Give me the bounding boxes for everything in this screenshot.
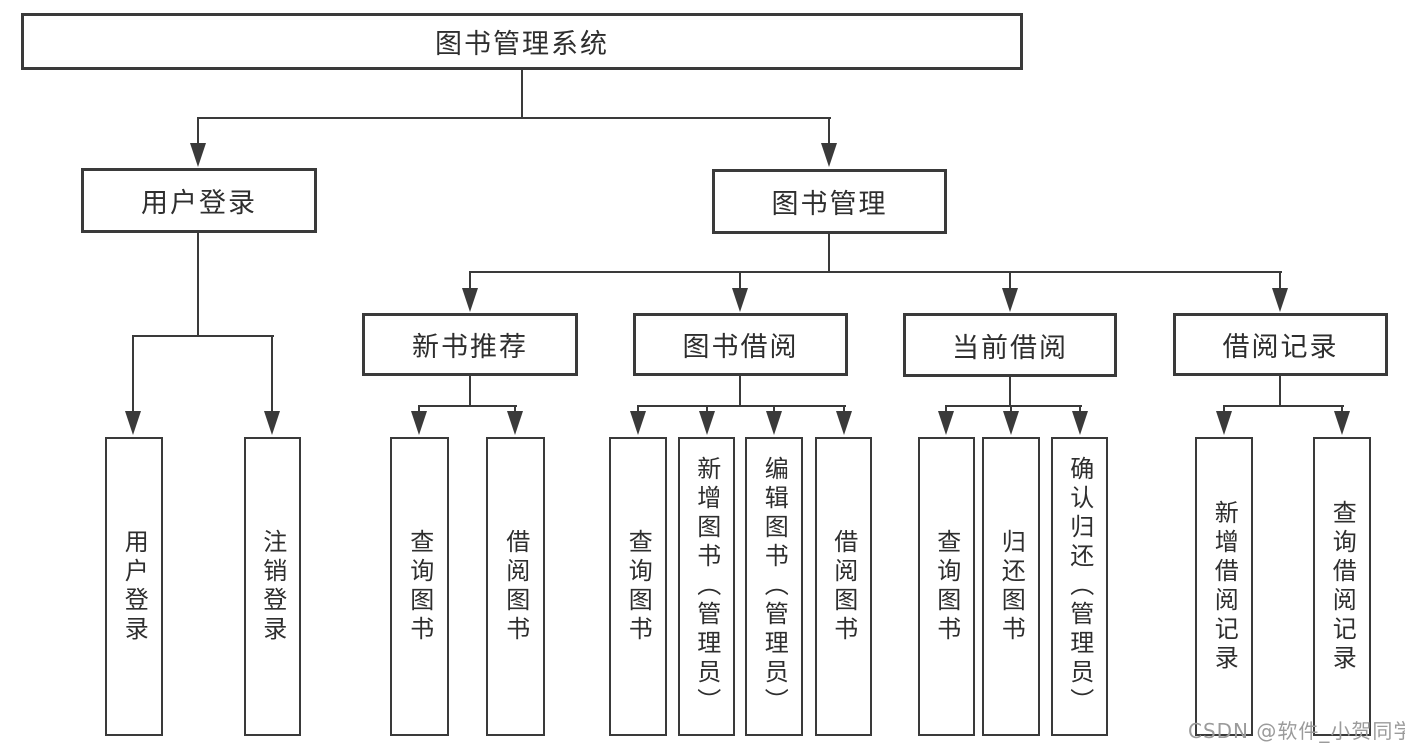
leaf-label: 查询借阅记录 <box>1328 499 1357 674</box>
arrow-down-icon <box>1003 411 1019 435</box>
connector-line <box>418 405 517 407</box>
connector-line <box>1079 405 1081 413</box>
leaf-borrow-books-1: 借阅图书 <box>486 437 545 736</box>
connector-line <box>739 271 741 291</box>
connector-line <box>521 70 523 118</box>
connector-line <box>197 117 199 145</box>
leaf-add-book-admin: 新增图书（管理员） <box>678 437 735 736</box>
connector-line <box>843 405 845 413</box>
arrow-down-icon <box>766 411 782 435</box>
connector-line <box>828 117 830 145</box>
connector-line <box>1279 271 1281 291</box>
connector-line <box>739 376 741 407</box>
connector-line <box>1009 376 1011 407</box>
arrow-down-icon <box>699 411 715 435</box>
connector-line <box>418 405 420 413</box>
leaf-label: 新增图书（管理员） <box>692 456 721 717</box>
connector-line <box>706 405 708 413</box>
connector-line <box>1341 405 1343 413</box>
node-library-system: 图书管理系统 <box>21 13 1023 70</box>
arrow-down-icon <box>1216 411 1232 435</box>
arrow-down-icon <box>1272 288 1288 312</box>
leaf-query-books-3: 查询图书 <box>918 437 975 736</box>
leaf-logout: 注销登录 <box>244 437 301 736</box>
leaf-label: 确认归还（管理员） <box>1065 456 1094 717</box>
arrow-down-icon <box>1334 411 1350 435</box>
connector-line <box>1010 405 1012 413</box>
node-user-login: 用户登录 <box>81 168 317 233</box>
connector-line <box>1279 376 1281 407</box>
csdn-watermark: CSDN @软件_小贺同学 <box>1188 719 1405 743</box>
leaf-label: 归还图书 <box>997 528 1026 645</box>
node-borrow-records: 借阅记录 <box>1173 313 1388 376</box>
arrow-down-icon <box>125 411 141 435</box>
leaf-label: 用户登录 <box>120 528 149 645</box>
leaf-query-borrow-record: 查询借阅记录 <box>1313 437 1371 736</box>
node-current-borrow: 当前借阅 <box>903 313 1117 377</box>
arrow-down-icon <box>821 143 837 167</box>
connector-line <box>197 233 199 337</box>
node-book-management: 图书管理 <box>712 169 947 234</box>
connector-line <box>945 405 947 413</box>
arrow-down-icon <box>462 288 478 312</box>
connector-line <box>514 405 516 413</box>
leaf-borrow-books-2: 借阅图书 <box>815 437 872 736</box>
arrow-down-icon <box>938 411 954 435</box>
leaf-label: 编辑图书（管理员） <box>760 456 789 717</box>
leaf-label: 注销登录 <box>258 528 287 645</box>
connector-line <box>469 271 471 291</box>
leaf-add-borrow-record: 新增借阅记录 <box>1195 437 1253 736</box>
connector-line <box>1009 271 1011 291</box>
leaf-user-login: 用户登录 <box>105 437 163 736</box>
connector-line <box>1223 405 1225 413</box>
arrow-down-icon <box>836 411 852 435</box>
connector-line <box>469 271 1282 273</box>
leaf-label: 查询图书 <box>405 528 434 645</box>
arrow-down-icon <box>732 288 748 312</box>
leaf-label: 借阅图书 <box>829 528 858 645</box>
leaf-return-book: 归还图书 <box>982 437 1040 736</box>
connector-line <box>469 376 471 407</box>
connector-line <box>637 405 639 413</box>
leaf-confirm-return-admin: 确认归还（管理员） <box>1051 437 1108 736</box>
connector-line <box>271 335 273 412</box>
arrow-down-icon <box>507 411 523 435</box>
arrow-down-icon <box>190 143 206 167</box>
leaf-label: 查询图书 <box>932 528 961 645</box>
node-book-borrow: 图书借阅 <box>633 313 848 376</box>
leaf-query-books-1: 查询图书 <box>390 437 449 736</box>
connector-line <box>945 405 1082 407</box>
leaf-label: 新增借阅记录 <box>1210 499 1239 674</box>
connector-line <box>132 335 274 337</box>
leaf-label: 查询图书 <box>624 528 653 645</box>
connector-line <box>828 233 830 273</box>
arrow-down-icon <box>1002 288 1018 312</box>
connector-line <box>1223 405 1344 407</box>
connector-line <box>637 405 846 407</box>
leaf-label: 借阅图书 <box>501 528 530 645</box>
leaf-query-books-2: 查询图书 <box>609 437 667 736</box>
connector-line <box>198 117 831 119</box>
leaf-edit-book-admin: 编辑图书（管理员） <box>745 437 803 736</box>
arrow-down-icon <box>264 411 280 435</box>
connector-line <box>773 405 775 413</box>
connector-line <box>132 335 134 412</box>
node-new-book-recommend: 新书推荐 <box>362 313 578 376</box>
arrow-down-icon <box>630 411 646 435</box>
arrow-down-icon <box>1072 411 1088 435</box>
arrow-down-icon <box>411 411 427 435</box>
